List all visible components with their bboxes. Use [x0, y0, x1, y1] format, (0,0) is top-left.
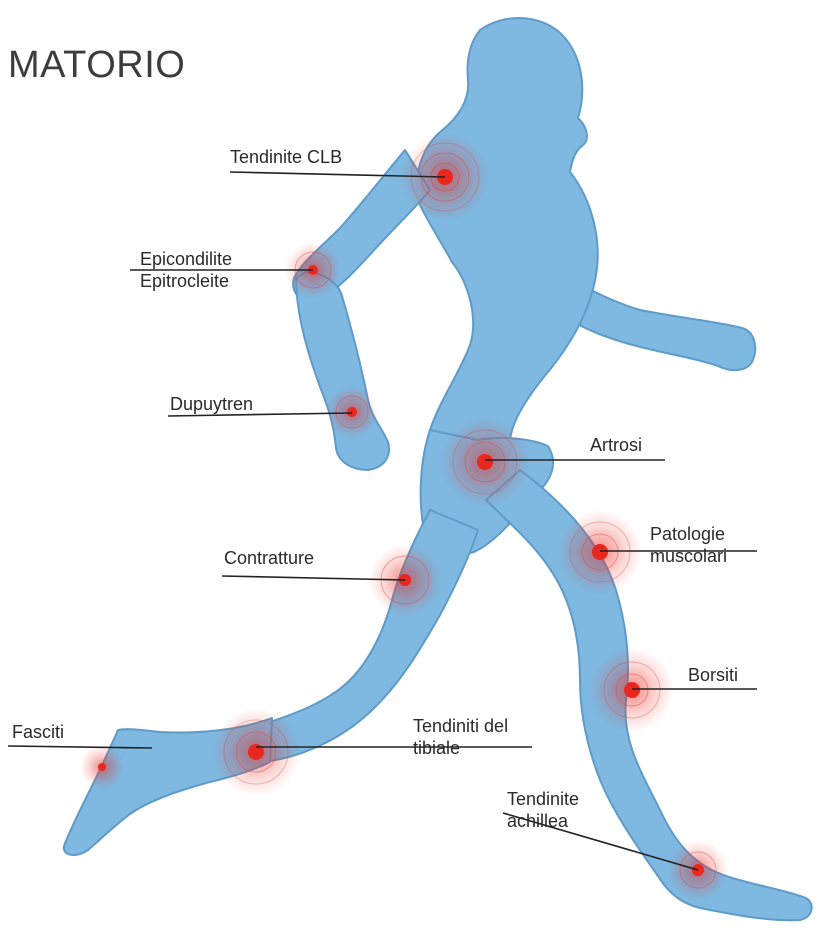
hotspot-shin [212, 708, 300, 796]
label-patologie-line1: Patologie [650, 523, 727, 545]
label-dupuytren: Dupuytren [170, 393, 253, 415]
label-tendinite-achillea: Tendinite achillea [507, 788, 579, 832]
hotspot-foot-sole [80, 745, 124, 789]
hotspot-hip [441, 418, 529, 506]
label-tendinite-clb: Tendinite CLB [230, 146, 342, 168]
hotspot-wrist [326, 386, 378, 438]
label-contratture: Contratture [224, 547, 314, 569]
label-achillea-line1: Tendinite [507, 788, 579, 810]
label-epicondilite: Epicondilite Epitrocleite [140, 248, 232, 292]
hotspot-thigh-rear [558, 510, 642, 594]
label-achillea-line2: achillea [507, 810, 579, 832]
label-artrosi: Artrosi [590, 434, 642, 456]
label-fasciti: Fasciti [12, 721, 64, 743]
hotspot-knee-rear [590, 648, 674, 732]
label-patologie-muscolari: Patologie muscolari [650, 523, 727, 567]
label-tibiale-line1: Tendiniti del [413, 715, 508, 737]
label-epicondilite-line2: Epitrocleite [140, 270, 232, 292]
label-tibiale-line2: tibiale [413, 737, 508, 759]
label-epicondilite-line1: Epicondilite [140, 248, 232, 270]
label-borsiti: Borsiti [688, 664, 738, 686]
label-patologie-line2: muscolari [650, 545, 727, 567]
label-tendiniti-tibiale: Tendiniti del tibiale [413, 715, 508, 759]
